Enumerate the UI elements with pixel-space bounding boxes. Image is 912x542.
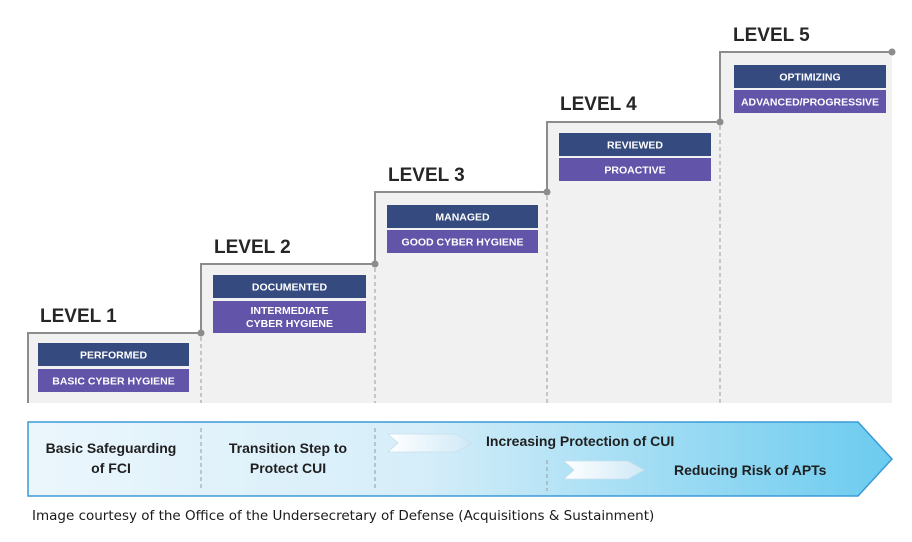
level-2-process-label-line-2: CYBER HYGIENE (246, 318, 333, 330)
step-node-1 (197, 329, 205, 337)
apt-chevron-icon (562, 460, 645, 480)
protection-chevron-icon (386, 433, 473, 453)
level-1-title: LEVEL 1 (40, 306, 117, 327)
level-4-process-label: PROACTIVE (604, 165, 665, 177)
level-5-process-box (734, 90, 886, 113)
level-2-process-label-line-1: INTERMEDIATE (251, 305, 329, 317)
staircase-outline (27, 51, 892, 403)
band-col2-line-1: Transition Step to (229, 440, 347, 456)
level-4-title: LEVEL 4 (560, 94, 637, 115)
level-4-boxes: REVIEWED PROACTIVE (559, 133, 711, 181)
level-3-practice-label: MANAGED (435, 212, 490, 224)
step-node-5 (888, 48, 896, 56)
level-2-practice-box (213, 275, 366, 298)
band-col1-line-2: of FCI (91, 460, 131, 476)
level-4-practice-box (559, 133, 711, 156)
step-node-2 (371, 260, 379, 268)
level-1-process-box (38, 369, 189, 392)
level-3-process-label: GOOD CYBER HYGIENE (402, 237, 524, 249)
band-col2-line-2: Protect CUI (250, 460, 326, 476)
level-4-practice-label: REVIEWED (607, 140, 663, 152)
level-5-boxes: OPTIMIZING ADVANCED/PROGRESSIVE (734, 65, 886, 113)
level-5-process-label: ADVANCED/PROGRESSIVE (741, 97, 879, 109)
level-3-title: LEVEL 3 (388, 165, 465, 186)
band-col1-line-1: Basic Safeguarding (46, 440, 177, 456)
level-1-process-label: BASIC CYBER HYGIENE (52, 376, 175, 388)
step-node-4 (716, 118, 724, 126)
level-2-title: LEVEL 2 (214, 237, 291, 258)
level-5-title: LEVEL 5 (733, 25, 810, 46)
level-1-practice-box (38, 343, 189, 366)
image-caption: Image courtesy of the Office of the Unde… (32, 508, 655, 524)
level-2-process-box (213, 301, 366, 333)
level-titles: LEVEL 1 LEVEL 2 LEVEL 3 LEVEL 4 LEVEL 5 (40, 25, 810, 327)
level-1-boxes: PERFORMED BASIC CYBER HYGIENE (38, 343, 189, 392)
level-3-boxes: MANAGED GOOD CYBER HYGIENE (387, 205, 538, 253)
step-node-3 (543, 188, 551, 196)
level-3-practice-box (387, 205, 538, 228)
band-labels: Basic Safeguarding of FCI Transition Ste… (46, 433, 827, 478)
band-protection-label: Increasing Protection of CUI (486, 433, 674, 449)
level-1-practice-label: PERFORMED (80, 350, 148, 362)
level-2-practice-label: DOCUMENTED (252, 282, 328, 294)
level-3-process-box (387, 230, 538, 253)
level-4-process-box (559, 158, 711, 181)
progress-band-arrow (27, 421, 894, 497)
level-5-practice-label: OPTIMIZING (779, 72, 840, 84)
step-dividers (200, 126, 721, 403)
band-dividers (200, 428, 548, 491)
band-apt-label: Reducing Risk of APTs (674, 462, 827, 478)
progress-band: Basic Safeguarding of FCI Transition Ste… (27, 421, 894, 497)
level-5-practice-box (734, 65, 886, 88)
level-2-boxes: DOCUMENTED INTERMEDIATE CYBER HYGIENE (213, 275, 366, 333)
